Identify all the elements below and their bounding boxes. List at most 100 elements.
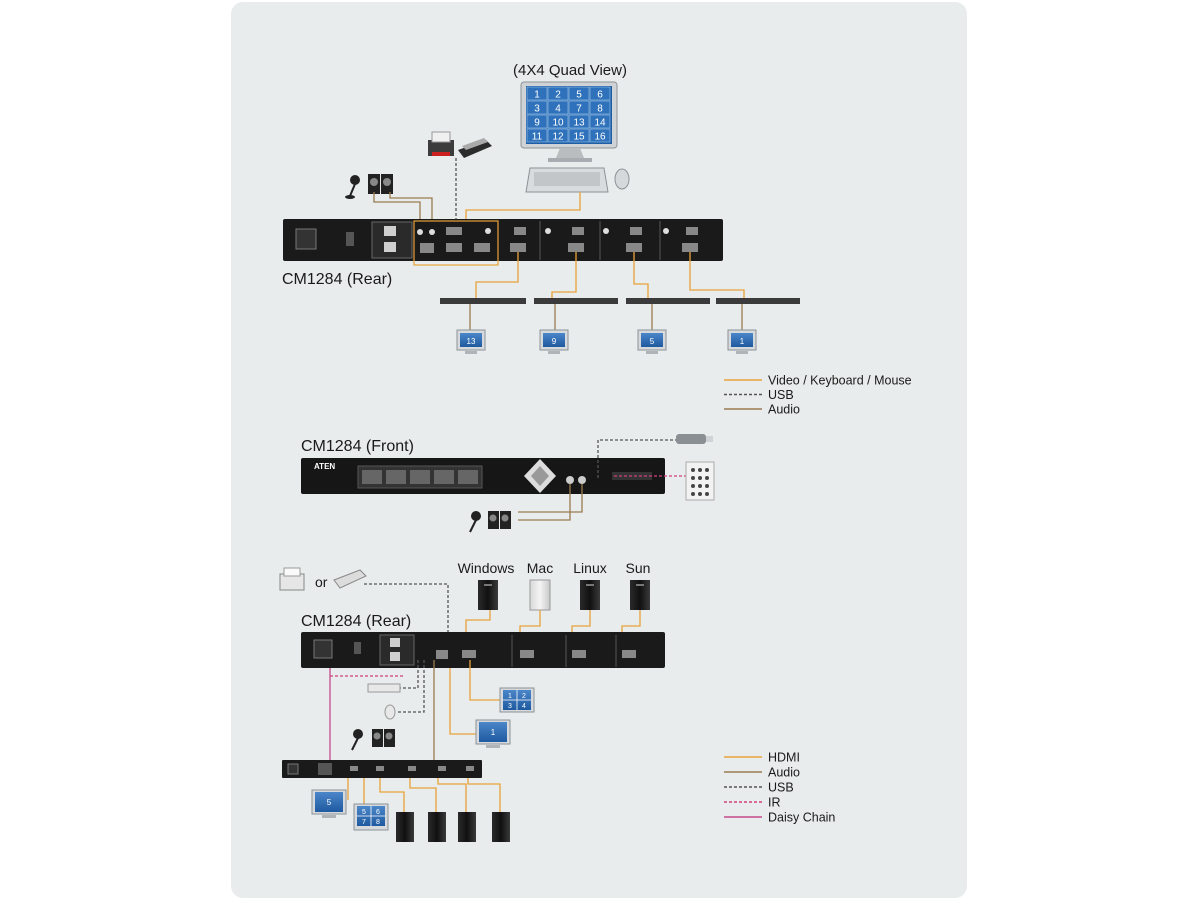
svg-text:2: 2 [522, 693, 526, 700]
monitor-13: 13 [456, 329, 486, 354]
svg-text:1: 1 [740, 337, 745, 346]
os-labels: Windows Mac Linux Sun [458, 560, 651, 576]
os-label-mac: Mac [527, 560, 553, 576]
single-monitor-1: 1 [475, 719, 511, 748]
or-text: or [315, 574, 328, 590]
daisy-chain-device [282, 760, 482, 778]
svg-text:1: 1 [508, 693, 512, 700]
rear-bottom-connections [364, 583, 641, 634]
quad-cell-label: 13 [573, 118, 585, 129]
monitor-1: 1 [727, 329, 757, 354]
front-connections [518, 439, 690, 521]
svg-text:5: 5 [327, 798, 332, 807]
ir-remote-icon [685, 461, 715, 501]
legend-label: IR [768, 796, 781, 810]
quad-monitor-b: 5 6 7 8 [353, 803, 389, 831]
quad-cell-label: 8 [597, 104, 603, 115]
quad-cell [589, 86, 611, 101]
computer-sun [630, 580, 650, 610]
legend-label: USB [768, 388, 794, 402]
quad-cell [526, 128, 548, 143]
quad-cell [547, 114, 569, 129]
legend-label: Audio [768, 766, 800, 780]
monitor-5: 5 [637, 329, 667, 354]
quad-cell-label: 1 [534, 90, 540, 101]
monitor-9: 9 [539, 329, 569, 354]
quad-cell-label: 7 [576, 104, 582, 115]
rear-bottom-label: CM1284 (Rear) [301, 613, 411, 630]
kvm-cable-bars [440, 298, 800, 304]
svg-text:13: 13 [467, 337, 476, 346]
printer-icon-bottom [279, 567, 305, 591]
rear-device-top [283, 219, 723, 266]
quad-cell-label: 15 [573, 132, 585, 143]
svg-text:5: 5 [650, 337, 655, 346]
svg-text:4: 4 [522, 703, 526, 710]
computer-mac [529, 579, 551, 611]
quad-view-title: (4X4 Quad View) [513, 62, 627, 79]
usb-drive-icon [676, 434, 713, 444]
computer-linux [580, 580, 600, 610]
microphone-icon [345, 175, 360, 199]
svg-text:8: 8 [376, 819, 380, 826]
single-monitor-5: 5 [311, 789, 347, 818]
top-connection-lines [373, 158, 581, 225]
legend-label: Audio [768, 403, 800, 417]
quad-cell-label: 14 [594, 118, 606, 129]
legend-label: USB [768, 781, 794, 795]
scanner-icon-bottom [333, 569, 367, 589]
keyboard-icon [525, 167, 609, 193]
daisy-chain-outputs [347, 778, 501, 812]
quad-cell [589, 128, 611, 143]
quad-cell-label: 10 [552, 118, 564, 129]
printer-icon [428, 131, 454, 156]
quad-cell-label: 11 [532, 132, 543, 143]
computer-windows [478, 580, 498, 610]
legend-label: Daisy Chain [768, 811, 835, 825]
front-microphone-icon [469, 511, 481, 533]
svg-text:1: 1 [491, 728, 496, 737]
kvm-cables-top [475, 252, 745, 298]
quad-monitor-a: 1 2 3 4 [499, 687, 535, 713]
svg-text:6: 6 [376, 809, 380, 816]
mouse-icon-bottom [384, 704, 396, 720]
rear-top-label: CM1284 (Rear) [282, 271, 392, 288]
mouse-icon [614, 168, 630, 190]
os-label-linux: Linux [573, 560, 606, 576]
svg-text:9: 9 [552, 337, 557, 346]
quad-cell [568, 114, 590, 129]
quad-cell-label: 5 [576, 90, 582, 101]
speakers-icon [368, 174, 393, 194]
quad-cell [568, 128, 590, 143]
quad-cell [547, 86, 569, 101]
rear-device-bottom [301, 632, 665, 668]
svg-text:7: 7 [362, 819, 366, 826]
aten-logo: ATEN [314, 462, 335, 471]
front-label: CM1284 (Front) [301, 438, 414, 455]
quad-cell [547, 128, 569, 143]
quad-cell [568, 100, 590, 115]
monitor-drops [469, 304, 743, 330]
quad-cell [526, 100, 548, 115]
quad-cell [526, 114, 548, 129]
front-speakers-icon [488, 511, 511, 529]
quad-cell-label: 4 [555, 104, 561, 115]
daisy-chain-computers [396, 812, 510, 842]
svg-text:5: 5 [362, 809, 366, 816]
legend-label: Video / Keyboard / Mouse [768, 374, 912, 388]
quad-cell [568, 86, 590, 101]
quad-cell-label: 12 [552, 132, 564, 143]
rear-bottom-outputs [329, 660, 500, 760]
os-label-sun: Sun [626, 560, 651, 576]
os-label-windows: Windows [458, 560, 515, 576]
quad-cell-label: 2 [555, 90, 561, 101]
bottom-speakers-icon [372, 729, 395, 747]
svg-text:3: 3 [508, 703, 512, 710]
front-device: ATEN [301, 458, 665, 494]
legend-label: HDMI [768, 751, 800, 765]
